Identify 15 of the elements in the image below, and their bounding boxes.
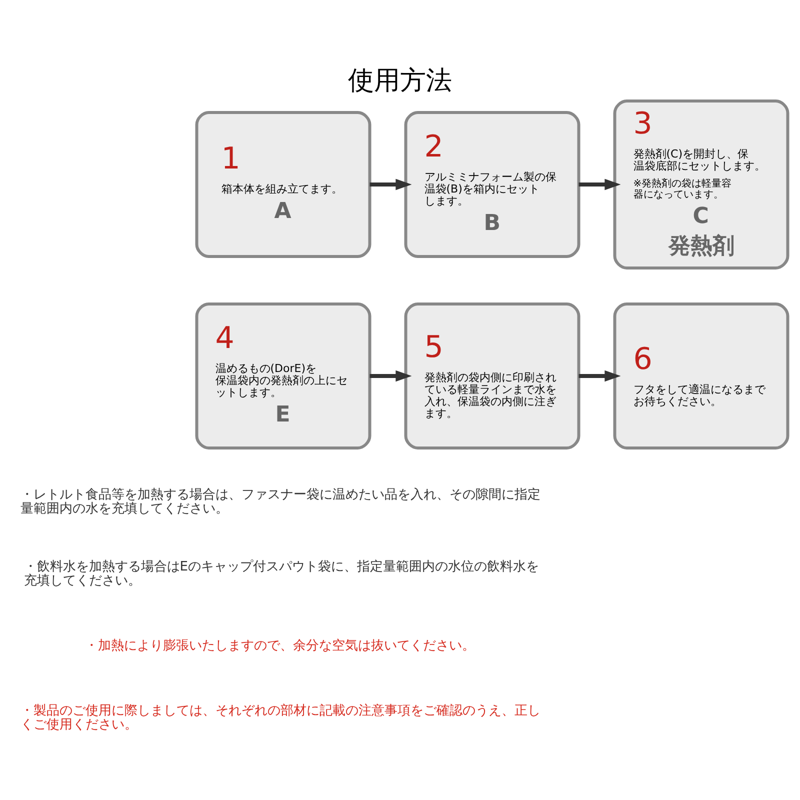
node-box: 3 発熱剤(C)を開封し、保温袋底部にセットします。 ※発熱剤の袋は軽量容器になっています。 C 発熱剤	[613, 100, 790, 270]
label: ・レトルト食品等を加熱する場合は、ファスナー袋に温めたい品を入れ、その隙間に指定量範囲内の水を充填してください。	[20, 487, 540, 516]
arrow	[370, 178, 412, 190]
label: ・加熱により膨張いたしますので、余分な空気は抜いてください。	[84, 638, 475, 654]
node-box: 2 アルミミナフォーム製の保温袋(B)を箱内にセットします。 B	[404, 111, 580, 258]
label: ・製品のご使用に際しましては、それぞれの部材に記載の注意事項をご確認のうえ、正しくご使用ください。	[20, 703, 540, 732]
node-box: 5 発熱剤の袋内側に印刷されている軽量ラインまで水を入れ、保温袋の内側に注ぎます。	[404, 302, 580, 450]
node-box: 4 温めるもの(DorE)を保温袋内の発熱剤の上にセットします。 E	[195, 302, 372, 450]
diagram-title: 使用方法	[348, 66, 452, 96]
arrow	[578, 370, 621, 382]
node-box: 6 フタをして適温になるまでお待ちください。	[613, 302, 790, 450]
label: ・飲料水を加熱する場合はEのキャップ付スパウト袋に、指定量範囲内の水位の飲料水を充填してください。	[24, 559, 539, 588]
arrow	[370, 370, 412, 382]
node-box: 1 箱本体を組み立てます。 A	[195, 111, 372, 258]
arrow	[578, 178, 621, 190]
